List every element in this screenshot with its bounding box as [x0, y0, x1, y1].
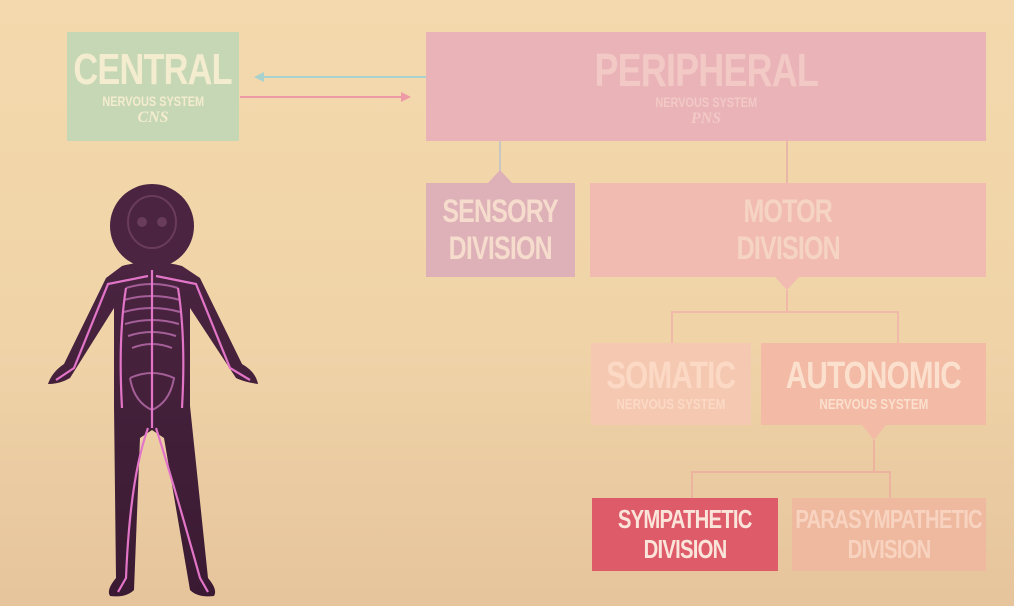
- sympathetic-division-box: SYMPATHETIC DIVISION: [592, 498, 778, 571]
- motor-line1: MOTOR: [743, 193, 833, 230]
- autonomic-nervous-system-box: AUTONOMIC NERVOUS SYSTEM: [761, 343, 986, 425]
- pns-subtitle: NERVOUS SYSTEM: [655, 93, 757, 110]
- peripheral-nervous-system-box: PERIPHERAL NERVOUS SYSTEM PNS: [426, 32, 986, 141]
- sympathetic-line1: SYMPATHETIC: [618, 503, 753, 534]
- autonomic-subtitle: NERVOUS SYSTEM: [818, 395, 929, 413]
- cns-title: CENTRAL: [73, 44, 233, 94]
- motor-division-box: MOTOR DIVISION: [590, 183, 986, 277]
- autonomic-title: AUTONOMIC: [785, 354, 962, 397]
- somatic-title: SOMATIC: [606, 354, 736, 397]
- cns-to-pns-arrow: [240, 92, 411, 102]
- somatic-subtitle: NERVOUS SYSTEM: [616, 395, 726, 413]
- sensory-line1: SENSORY: [442, 193, 559, 230]
- pns-to-cns-arrow: [254, 72, 426, 82]
- parasympathetic-division-box: PARASYMPATHETIC DIVISION: [792, 498, 986, 571]
- somatic-nervous-system-box: SOMATIC NERVOUS SYSTEM: [591, 343, 751, 425]
- cns-abbr: CNS: [137, 108, 169, 126]
- motor-branch: [671, 311, 899, 343]
- autonomic-pointer: [862, 425, 886, 440]
- sensory-pointer: [488, 170, 512, 183]
- pns-title: PERIPHERAL: [594, 43, 818, 96]
- motor-line2: DIVISION: [736, 230, 840, 266]
- sensory-division-box: SENSORY DIVISION: [426, 183, 575, 277]
- motor-pointer: [775, 277, 799, 290]
- autonomic-branch: [691, 471, 891, 498]
- sympathetic-line2: DIVISION: [643, 533, 728, 564]
- parasympathetic-line2: DIVISION: [847, 533, 932, 564]
- pns-abbr: PNS: [690, 109, 722, 127]
- human-nervous-system-icon: [48, 184, 258, 597]
- cns-subtitle: NERVOUS SYSTEM: [102, 92, 204, 109]
- parasympathetic-line1: PARASYMPATHETIC: [795, 503, 983, 534]
- sensory-line2: DIVISION: [448, 230, 553, 266]
- central-nervous-system-box: CENTRAL NERVOUS SYSTEM CNS: [67, 32, 239, 141]
